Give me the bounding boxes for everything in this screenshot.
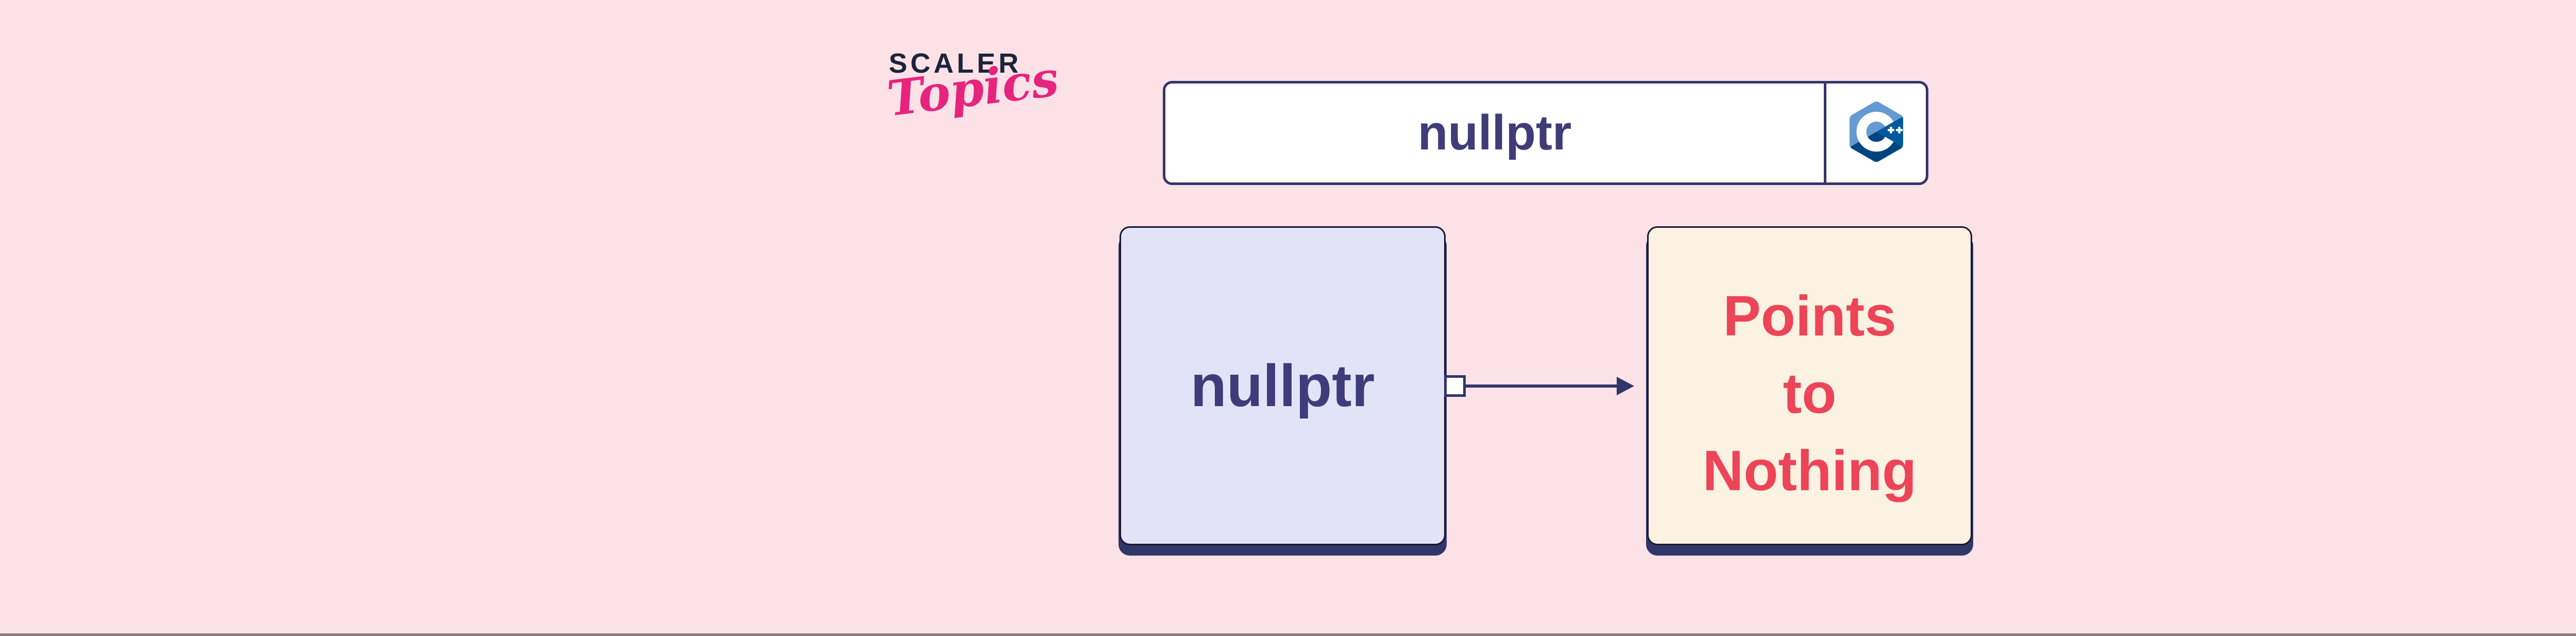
arrow-head-icon <box>1617 377 1634 395</box>
cpp-logo-icon <box>1849 102 1903 164</box>
nullptr-box-label: nullptr <box>1190 353 1375 419</box>
brand-logo: SCALER Topics <box>884 48 1061 128</box>
brand-wordmark: SCALER <box>889 48 1022 79</box>
points-box-line: Nothing <box>1702 439 1917 503</box>
term-label: nullptr <box>1417 105 1572 160</box>
nullptr-box: nullptr <box>1120 226 1446 545</box>
bottom-edge-bar <box>0 633 2576 636</box>
arrow-line <box>1466 384 1618 388</box>
term-card: nullptr <box>1163 81 1928 185</box>
points-box-line: to <box>1783 361 1837 425</box>
term-icon-cell <box>1824 83 1926 182</box>
points-to-nothing-box: Points to Nothing <box>1647 226 1972 545</box>
points-box-line: Points <box>1723 284 1896 348</box>
pointer-connector-square <box>1444 375 1466 397</box>
